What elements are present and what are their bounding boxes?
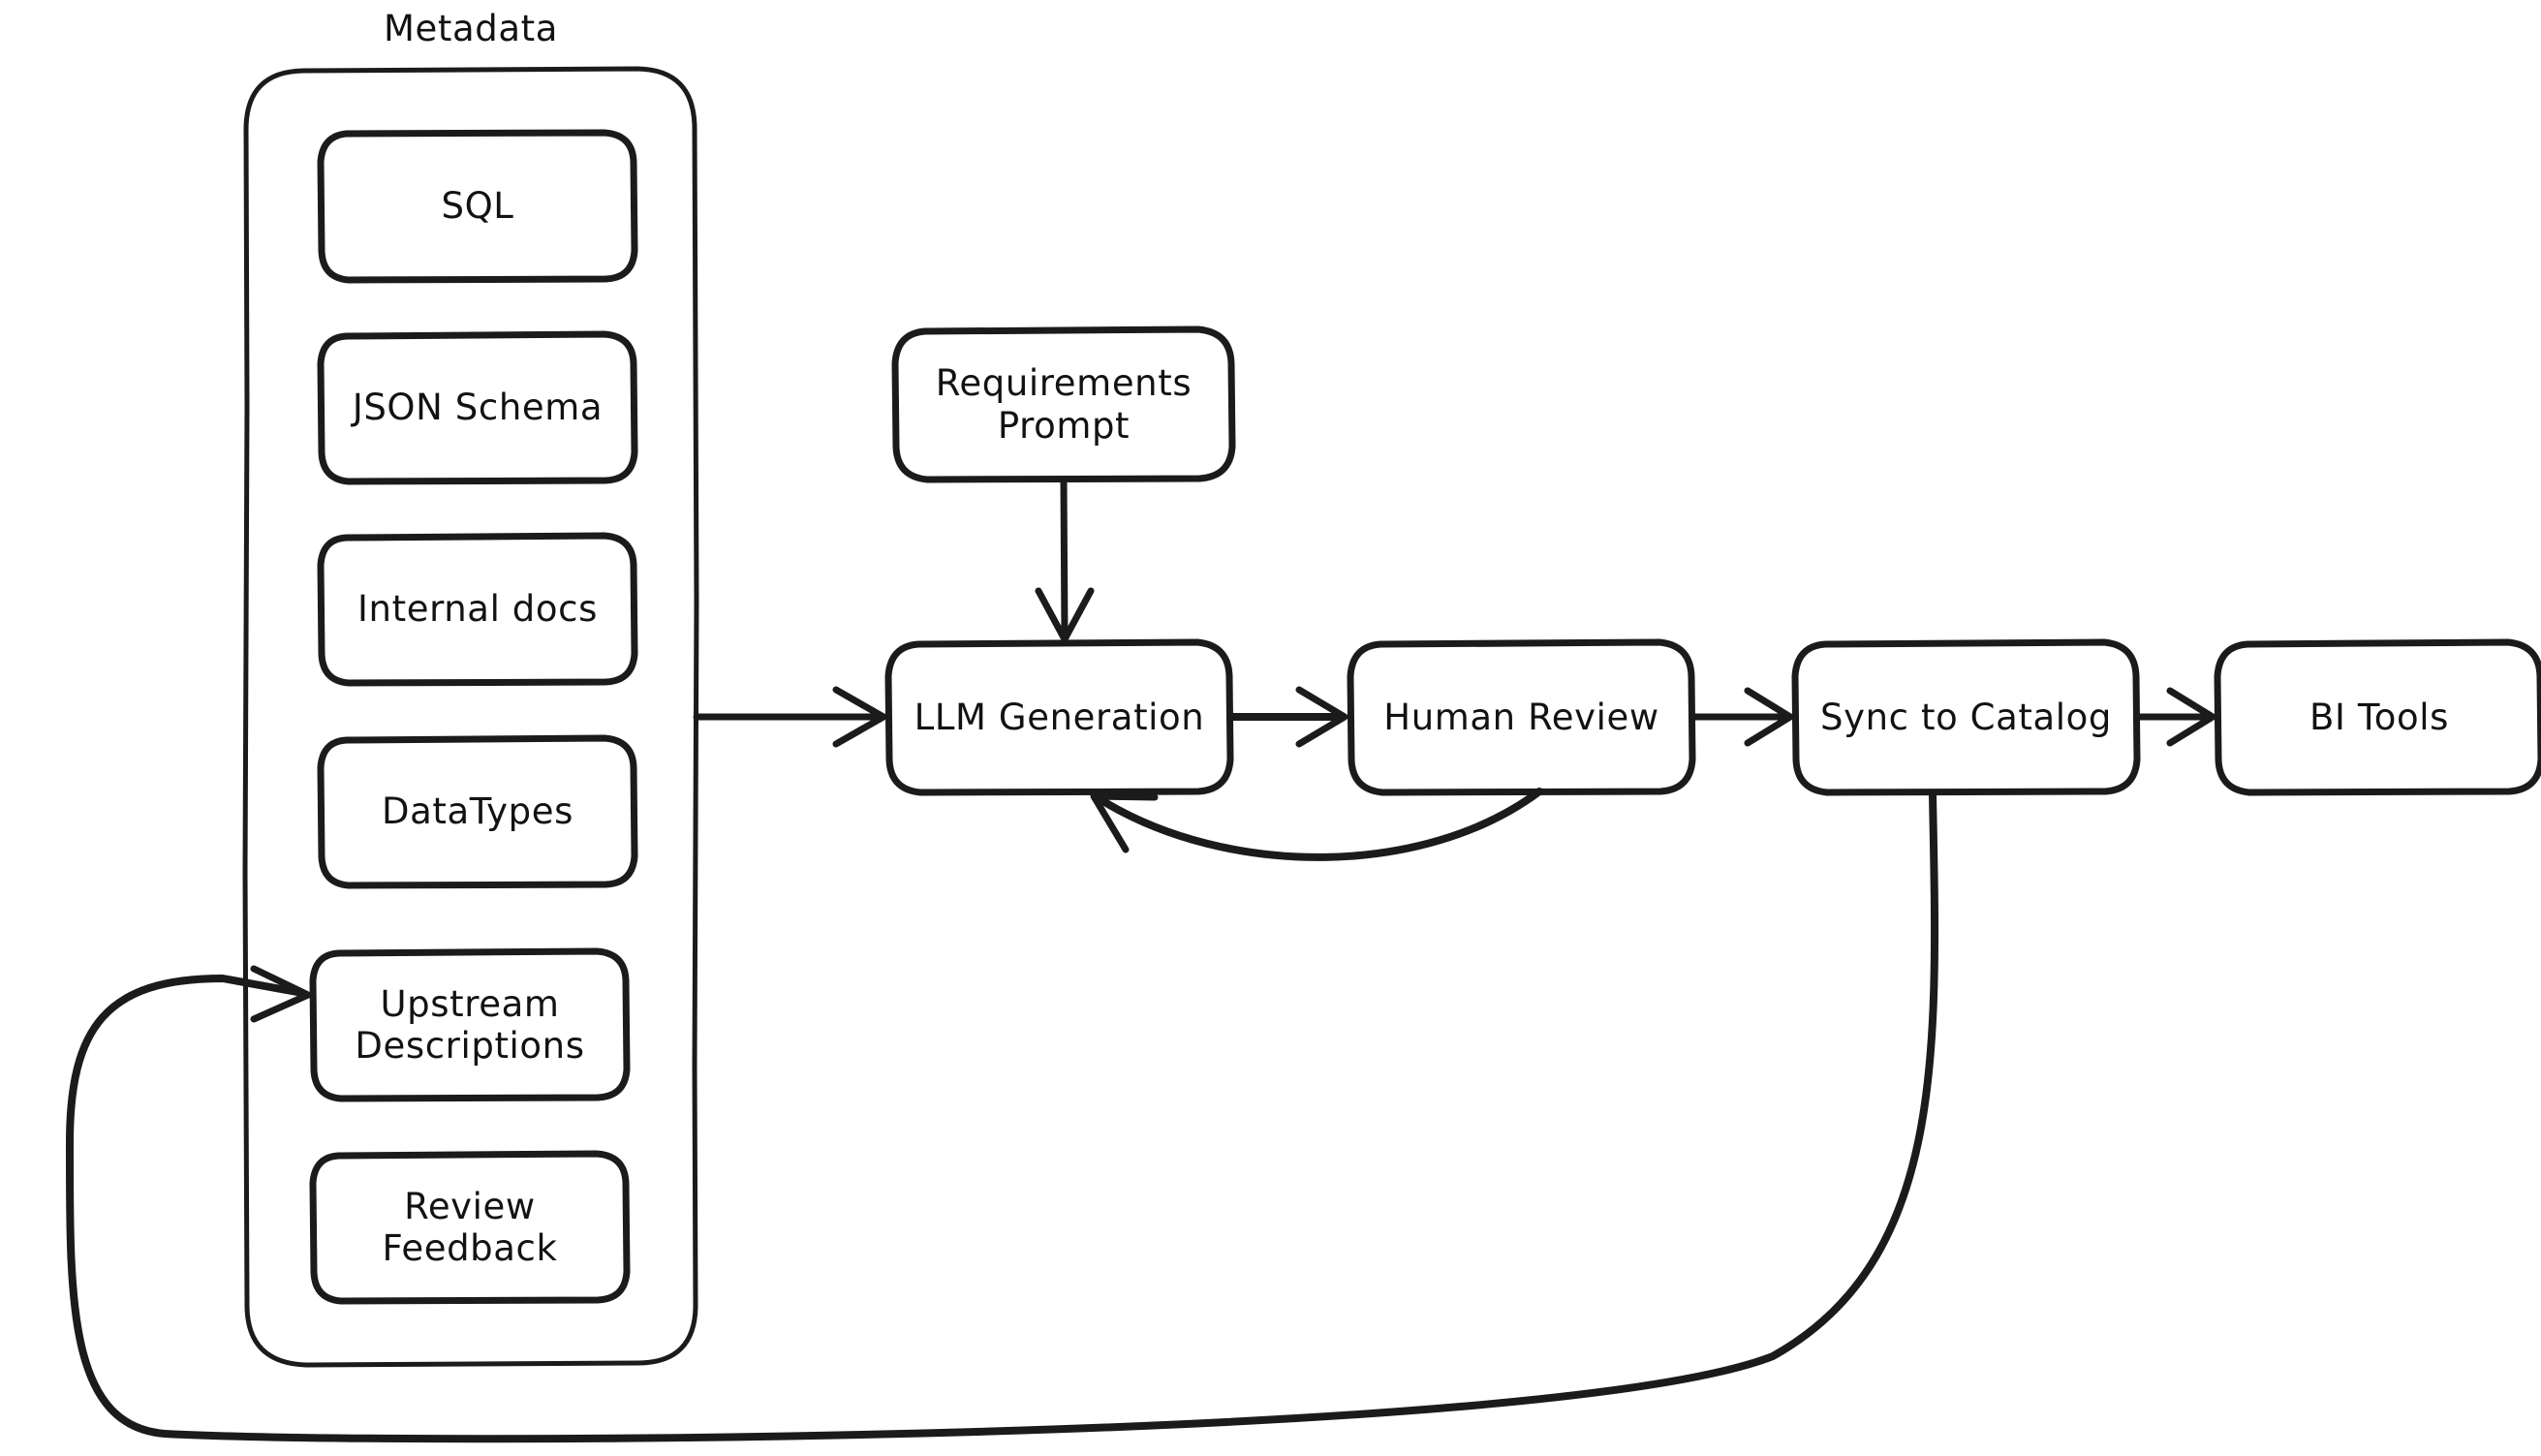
edge-review-back-to-llm	[1090, 788, 1543, 861]
metadata-item-json-schema[interactable]	[321, 334, 635, 481]
metadata-item-sql-box[interactable]	[317, 129, 638, 284]
edge-prompt-to-llm	[1035, 477, 1095, 643]
llm-generation-node[interactable]	[888, 642, 1230, 792]
human-review-box[interactable]	[1347, 638, 1696, 796]
metadata-item-sql[interactable]	[321, 133, 635, 280]
metadata-item-upstream-descriptions[interactable]	[313, 951, 627, 1099]
edge-llm-to-review	[1228, 686, 1348, 748]
sync-to-catalog-box[interactable]	[1791, 638, 2141, 796]
metadata-item-internal-docs-box[interactable]	[317, 532, 638, 687]
metadata-item-review-feedback-box[interactable]	[309, 1150, 631, 1305]
metadata-item-datatypes[interactable]	[321, 738, 635, 885]
llm-generation-box[interactable]	[884, 638, 1234, 796]
requirements-prompt-box[interactable]	[891, 325, 1236, 483]
metadata-group-title: Metadata	[383, 8, 558, 49]
edge-sync-to-upstream	[65, 790, 1939, 1443]
bi-tools-node[interactable]	[2217, 642, 2541, 792]
metadata-item-json-schema-box[interactable]	[317, 330, 638, 485]
requirements-prompt-node[interactable]	[895, 329, 1232, 480]
edge-sync-to-bi	[2135, 687, 2216, 747]
sync-to-catalog-node[interactable]	[1795, 642, 2137, 792]
bi-tools-box[interactable]	[2214, 638, 2541, 796]
edge-review-to-sync	[1690, 687, 1794, 747]
edge-metadata-to-llm	[693, 686, 887, 748]
metadata-item-internal-docs[interactable]	[321, 536, 635, 683]
human-review-node[interactable]	[1350, 642, 1692, 792]
metadata-item-datatypes-box[interactable]	[317, 734, 638, 889]
metadata-item-review-feedback[interactable]	[313, 1154, 627, 1301]
metadata-item-upstream-descriptions-box[interactable]	[309, 947, 631, 1102]
